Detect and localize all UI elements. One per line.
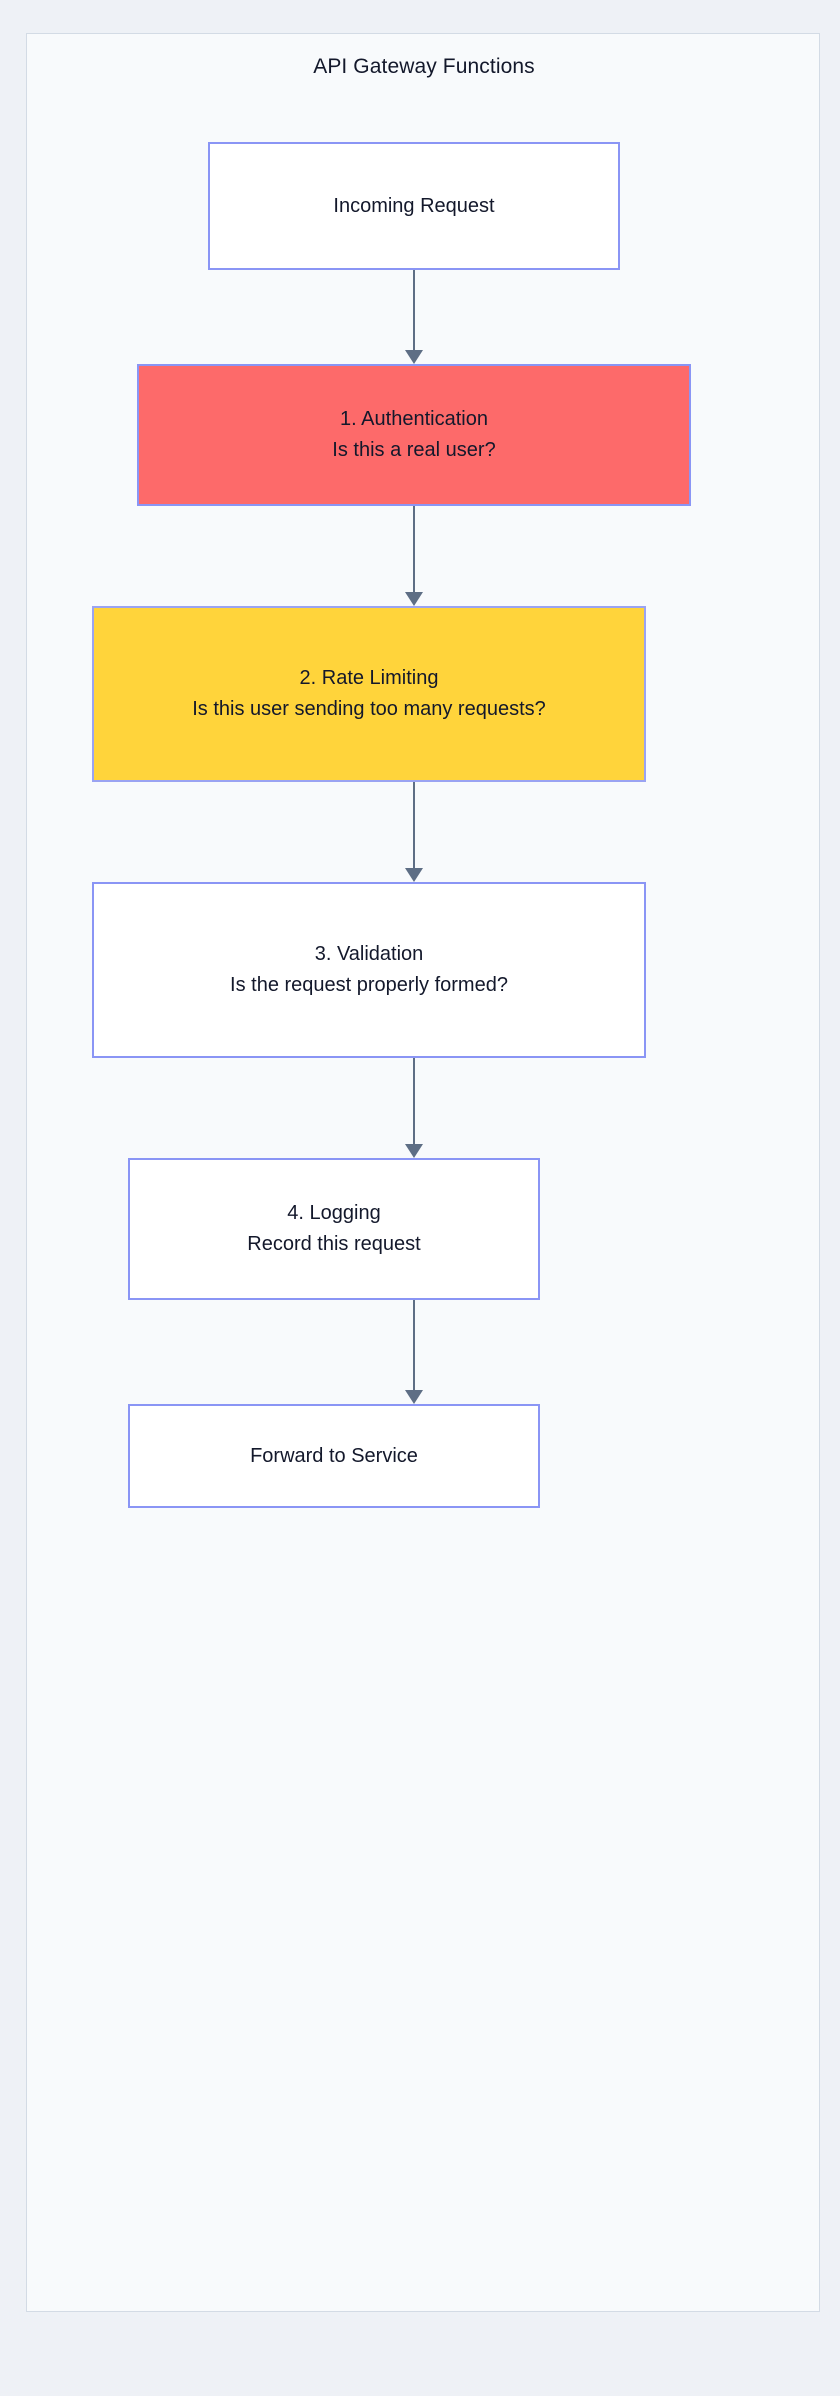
flow-node-incoming-request-line-1: Incoming Request xyxy=(333,194,495,217)
flow-node-authentication-line-2: Is this a real user? xyxy=(332,439,496,461)
diagram-title: API Gateway Functions xyxy=(313,55,535,78)
flow-node-rate-limiting-line-1: 2. Rate Limiting xyxy=(299,667,439,689)
flow-node-authentication[interactable]: 1. Authentication Is this a real user? xyxy=(137,364,691,506)
flow-node-incoming-request[interactable]: Incoming Request xyxy=(208,142,620,270)
flow-node-rate-limiting[interactable]: 2. Rate Limiting Is this user sending to… xyxy=(92,606,646,782)
flow-node-forward-to-service-line-1: Forward to Service xyxy=(250,1444,418,1467)
connector-logging-to-forward-to-service xyxy=(400,1300,428,1404)
connector-authentication-to-rate-limiting xyxy=(400,506,428,606)
flow-node-validation[interactable]: 3. Validation Is the request properly fo… xyxy=(92,882,646,1058)
flow-node-logging[interactable]: 4. Logging Record this request xyxy=(128,1158,540,1300)
connector-validation-to-logging xyxy=(400,1058,428,1158)
flow-node-logging-line-2: Record this request xyxy=(247,1233,421,1255)
connector-rate-limiting-to-validation xyxy=(400,782,428,882)
connector-incoming-request-to-authentication xyxy=(400,270,428,364)
diagram-canvas: API Gateway Functions Incoming Request 1… xyxy=(26,33,820,2312)
flow-node-forward-to-service[interactable]: Forward to Service xyxy=(128,1404,540,1508)
flow-node-validation-line-2: Is the request properly formed? xyxy=(230,974,508,996)
flow-node-authentication-line-1: 1. Authentication xyxy=(340,408,488,430)
flow-node-validation-line-1: 3. Validation xyxy=(314,943,424,965)
flow-node-logging-line-1: 4. Logging xyxy=(287,1202,381,1224)
flow-node-rate-limiting-line-2: Is this user sending too many requests? xyxy=(192,698,546,720)
